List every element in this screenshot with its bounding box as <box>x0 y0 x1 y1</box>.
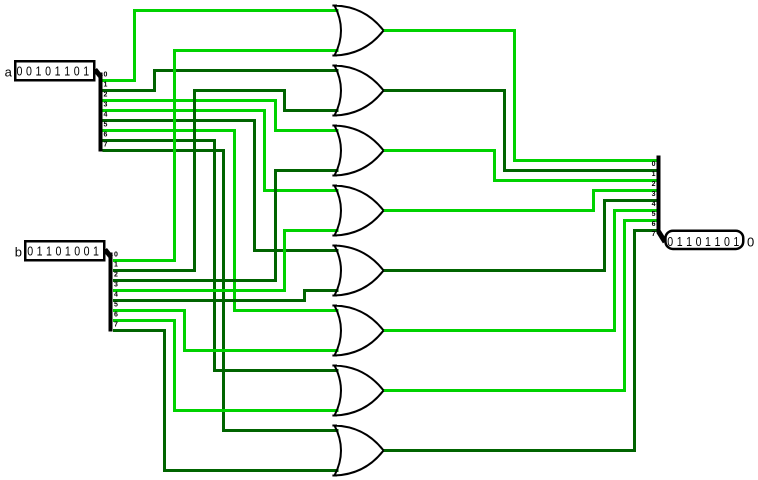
svg-text:0: 0 <box>114 252 118 259</box>
svg-text:1: 1 <box>83 63 89 78</box>
svg-text:0: 0 <box>55 244 61 259</box>
svg-text:a: a <box>5 64 13 79</box>
svg-text:0: 0 <box>74 63 80 78</box>
svg-text:0: 0 <box>27 244 33 259</box>
svg-text:2: 2 <box>114 272 118 279</box>
svg-text:0: 0 <box>724 234 730 249</box>
svg-text:6: 6 <box>114 312 118 319</box>
svg-text:0: 0 <box>747 234 754 249</box>
svg-text:3: 3 <box>104 102 108 109</box>
svg-text:2: 2 <box>104 92 108 99</box>
svg-text:7: 7 <box>114 322 118 329</box>
svg-text:0: 0 <box>45 63 51 78</box>
svg-text:3: 3 <box>114 282 118 289</box>
svg-text:2: 2 <box>652 181 656 188</box>
svg-text:b: b <box>15 244 22 259</box>
svg-text:1: 1 <box>104 82 108 89</box>
svg-text:0: 0 <box>652 161 656 168</box>
svg-text:7: 7 <box>652 231 656 238</box>
svg-text:1: 1 <box>93 244 99 259</box>
svg-text:6: 6 <box>652 221 656 228</box>
svg-text:0: 0 <box>696 234 702 249</box>
svg-text:1: 1 <box>677 234 683 249</box>
svg-text:1: 1 <box>705 234 711 249</box>
svg-text:7: 7 <box>104 142 108 149</box>
svg-text:1: 1 <box>714 234 720 249</box>
svg-text:0: 0 <box>16 63 22 78</box>
svg-text:1: 1 <box>46 244 52 259</box>
svg-text:5: 5 <box>114 302 118 309</box>
svg-text:1: 1 <box>114 262 118 269</box>
svg-text:1: 1 <box>65 244 71 259</box>
svg-text:5: 5 <box>104 122 108 129</box>
svg-text:1: 1 <box>733 234 739 249</box>
svg-text:1: 1 <box>55 63 61 78</box>
svg-text:0: 0 <box>26 63 32 78</box>
svg-text:0: 0 <box>104 72 108 79</box>
svg-text:5: 5 <box>652 211 656 218</box>
svg-text:1: 1 <box>36 63 42 78</box>
svg-text:0: 0 <box>84 244 90 259</box>
svg-text:1: 1 <box>652 171 656 178</box>
svg-text:1: 1 <box>686 234 692 249</box>
svg-text:0: 0 <box>74 244 80 259</box>
svg-text:1: 1 <box>37 244 43 259</box>
svg-text:4: 4 <box>114 292 118 299</box>
svg-text:6: 6 <box>104 132 108 139</box>
svg-text:3: 3 <box>652 191 656 198</box>
svg-text:1: 1 <box>64 63 70 78</box>
svg-text:4: 4 <box>104 112 108 119</box>
svg-text:0: 0 <box>667 234 673 249</box>
svg-text:4: 4 <box>652 201 656 208</box>
